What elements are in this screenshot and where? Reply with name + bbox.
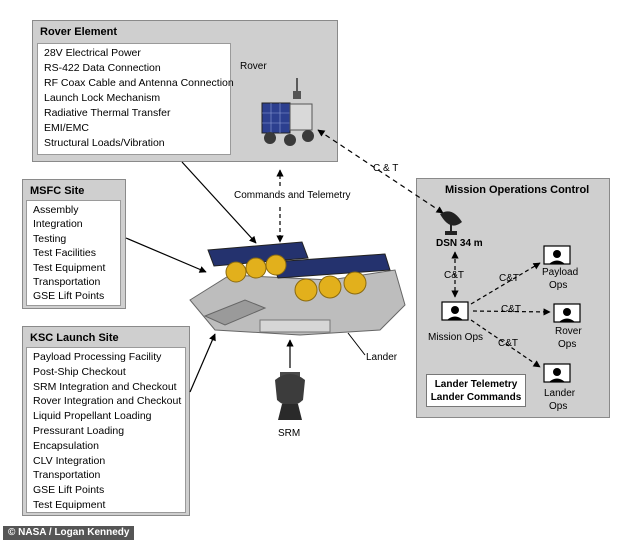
ct-label-dsn: C&T [444, 270, 464, 281]
lander-commands-label: Lander Commands [430, 392, 522, 403]
list-item: Launch Lock Mechanism [44, 92, 161, 104]
list-item: Encapsulation [33, 439, 99, 452]
msfc-site-panel: MSFC Site Assembly Integration Testing T… [22, 179, 126, 309]
ksc-launch-site-title: KSC Launch Site [30, 332, 119, 344]
list-item: Post-Ship Checkout [33, 365, 126, 378]
ksc-launch-site-panel: KSC Launch Site Payload Processing Facil… [22, 326, 190, 516]
mission-ops-station-icon [441, 301, 469, 321]
list-item: 28V Electrical Power [44, 47, 141, 59]
ct-label-rover: C&T [501, 304, 521, 315]
lander-ops-station-icon [543, 363, 571, 383]
rover-element-list: 28V Electrical Power RS-422 Data Connect… [37, 43, 234, 155]
commands-telemetry-label: Commands and Telemetry [234, 190, 351, 201]
list-item: Test Equipment [33, 261, 106, 274]
payload-ops-label-2: Ops [549, 280, 568, 291]
list-item: Testing [33, 232, 67, 245]
list-item: Rover Integration and Checkout [33, 395, 182, 408]
lander-telemetry-commands-box: Lander Telemetry Lander Commands [426, 374, 526, 407]
list-item: Payload Processing Facility [33, 351, 162, 363]
list-item: Radiative Thermal Transfer [44, 107, 171, 119]
list-item: Integration [33, 218, 83, 231]
list-item: SRM Integration and Checkout [33, 380, 177, 393]
list-item: GSE Lift Points [33, 484, 105, 497]
lander-image [189, 241, 406, 336]
list-item: RS-422 Data Connection [44, 62, 161, 74]
dsn-dish-icon [440, 211, 462, 235]
dsn-label: DSN 34 m [436, 238, 483, 249]
rover-ops-station-icon [553, 303, 581, 323]
list-item: Transportation [33, 276, 101, 289]
list-item: Test Equipment [33, 498, 106, 511]
lander-label: Lander [366, 352, 398, 363]
list-item: Test Facilities [33, 247, 97, 260]
rover-element-panel: Rover Element 28V Electrical Power RS-42… [32, 20, 338, 162]
msfc-site-list: Assembly Integration Testing Test Facili… [26, 200, 121, 306]
list-item: RF Coax Cable and Antenna Connection [44, 77, 234, 89]
list-item: Structural Loads/Vibration [44, 137, 165, 149]
ct-label-lander: C&T [498, 338, 518, 349]
lander-ops-label-2: Ops [549, 401, 568, 412]
list-item: GSE Lift Points [33, 290, 105, 303]
list-item: EMI/EMC [44, 122, 89, 134]
srm-image [275, 372, 305, 420]
mission-operations-title: Mission Operations Control [445, 184, 590, 196]
payload-ops-station-icon [543, 245, 571, 265]
rover-ops-label-2: Ops [558, 339, 577, 350]
lander-ops-label-1: Lander [544, 388, 576, 399]
srm-label: SRM [278, 428, 301, 439]
list-item: Pressurant Loading [33, 424, 125, 437]
rover-ops-label-1: Rover [555, 326, 582, 337]
rover-image [261, 78, 314, 146]
msfc-site-title: MSFC Site [30, 185, 85, 197]
ct-label-payload: C&T [499, 273, 519, 284]
list-item: Liquid Propellant Loading [33, 410, 152, 423]
ksc-launch-site-list: Payload Processing Facility Post-Ship Ch… [26, 347, 186, 513]
list-item: Assembly [33, 204, 79, 216]
lander-telemetry-label: Lander Telemetry [434, 379, 518, 390]
image-credit: © NASA / Logan Kennedy [3, 526, 135, 540]
rover-element-title: Rover Element [40, 26, 118, 38]
ct-link-label: C & T [373, 163, 399, 174]
rover-label: Rover [240, 61, 267, 72]
mission-ops-label: Mission Ops [428, 332, 484, 343]
list-item: CLV Integration [33, 454, 106, 467]
payload-ops-label-1: Payload [542, 267, 579, 278]
list-item: Transportation [33, 469, 101, 482]
